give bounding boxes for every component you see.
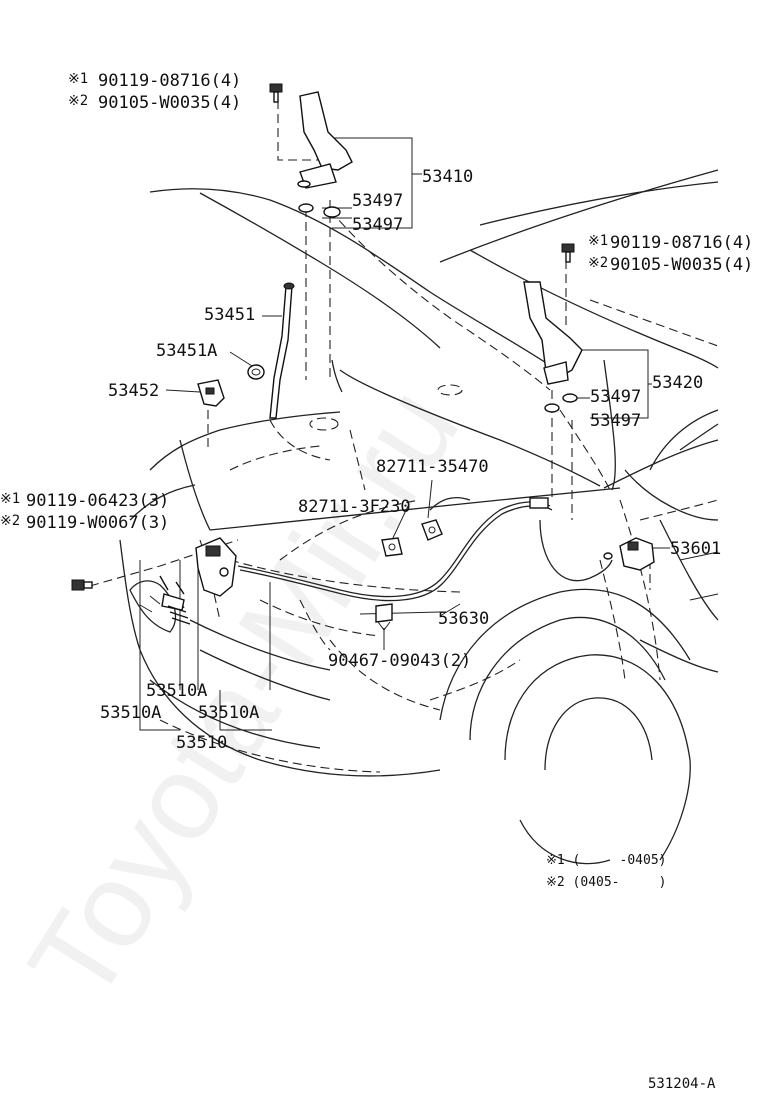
label-clamp-1: 82711-35470 [376, 457, 489, 477]
clip-90467[interactable] [375, 603, 393, 631]
label-clamp-2: 82711-3F230 [298, 497, 411, 517]
clamp-82711-35470[interactable] [421, 519, 443, 541]
label-lock-assy: 53510 [176, 733, 227, 753]
label-hinge-left: 53410 [422, 167, 473, 187]
lock-bolt[interactable] [71, 579, 93, 591]
footnote-2: ※2 (0405- ) [546, 875, 666, 890]
rod-holder[interactable] [197, 379, 225, 407]
support-rod[interactable] [269, 282, 295, 419]
assembly-lines [89, 100, 670, 731]
label-rod-grommet: 53451A [156, 341, 217, 361]
label-rod-holder: 53452 [108, 381, 159, 401]
labels: ※1 90119-08716(4) ※2 90105-W0035(4) 5341… [0, 71, 753, 1092]
label-support-rod: 53451 [204, 305, 255, 325]
bolt-hinge-right-mark2: ※2 [588, 255, 608, 271]
label-cushion-2: 53497 [352, 215, 403, 235]
label-clip: 90467-09043(2) [328, 651, 471, 671]
rod-grommet[interactable] [247, 364, 265, 380]
label-release-lever: 53601 [670, 539, 721, 559]
bolt-hinge-right-part1: 90119-08716(4) [610, 233, 753, 253]
bolt-lock-part1: 90119-06423(3) [26, 491, 169, 511]
bolt-hinge-left-part2: 90105-W0035(4) [98, 93, 241, 113]
label-lock-sub-3: 53510A [198, 703, 259, 723]
bolt-hinge-right-part2: 90105-W0035(4) [610, 255, 753, 275]
hinge-left-assembly[interactable] [269, 83, 353, 218]
label-lock-sub-2: 53510A [100, 703, 161, 723]
label-cushion-3: 53497 [590, 387, 641, 407]
bolt-hinge-left-part1: 90119-08716(4) [98, 71, 241, 91]
bolt-lock-mark2: ※2 [0, 513, 20, 529]
label-hinge-right: 53420 [652, 373, 703, 393]
label-release-cable: 53630 [438, 609, 489, 629]
release-cable[interactable] [237, 496, 613, 602]
label-lock-sub-1: 53510A [146, 681, 207, 701]
label-cushion-1: 53497 [352, 191, 403, 211]
footnote-1: ※1 ( -0405) [546, 853, 666, 868]
label-cushion-4: 53497 [590, 411, 641, 431]
hood-lock[interactable] [159, 537, 237, 625]
bolt-lock-mark1: ※1 [0, 491, 20, 507]
clamp-82711-3F230[interactable] [381, 537, 403, 557]
bolt-hinge-left-mark2: ※2 [68, 93, 88, 109]
diagram-code: 531204-A [648, 1076, 716, 1092]
bolt-hinge-right-mark1: ※1 [588, 233, 608, 249]
release-lever[interactable] [619, 537, 655, 571]
bolt-lock-part2: 90119-W0067(3) [26, 513, 169, 533]
car-body-drawing [119, 169, 719, 865]
bolt-hinge-left-mark1: ※1 [68, 71, 88, 87]
hinge-right-assembly[interactable] [523, 243, 583, 413]
